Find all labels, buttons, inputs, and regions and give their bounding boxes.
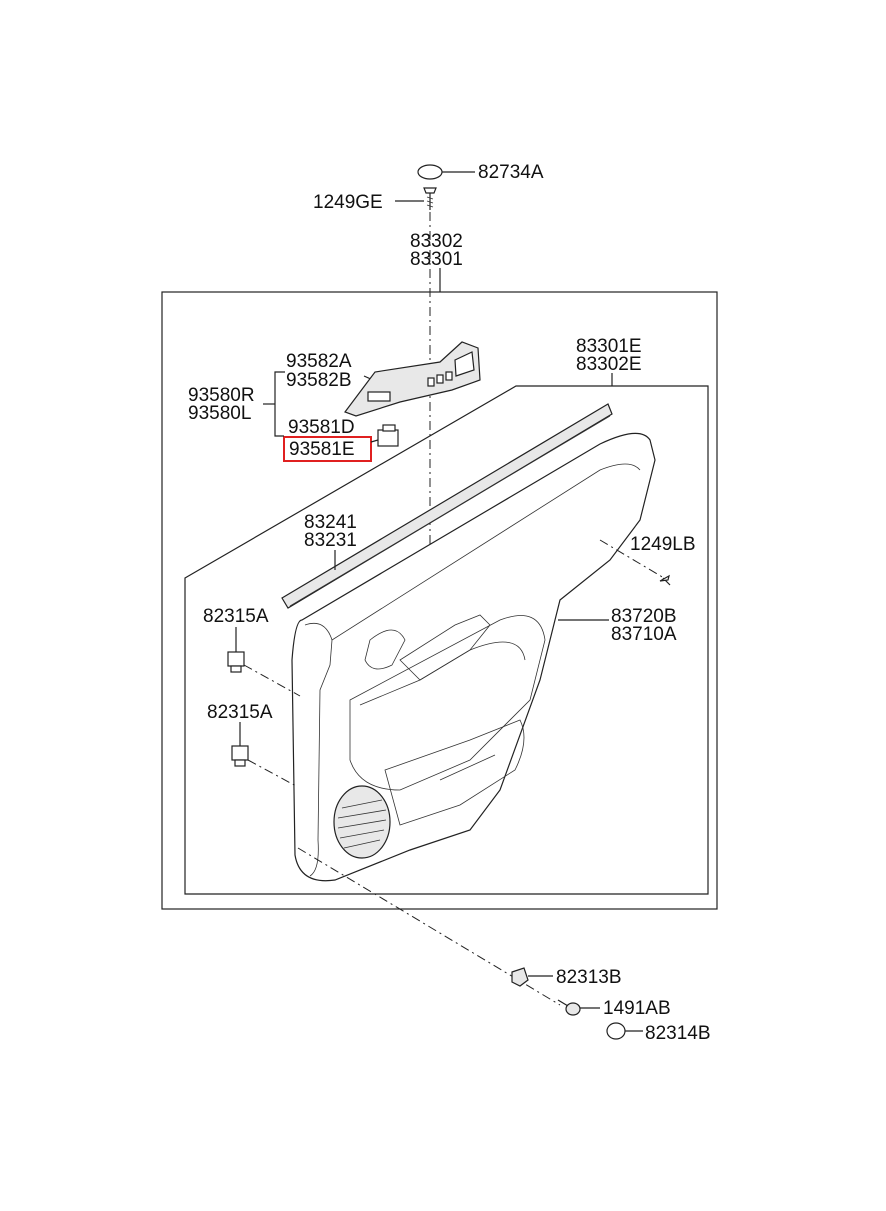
highlight-box-93581E	[283, 436, 372, 462]
label-93582A: 93582A	[286, 351, 352, 372]
label-83302: 83302	[410, 231, 463, 252]
clip-82315A-lower	[231, 745, 249, 767]
cap-82314B	[606, 1022, 626, 1040]
leader-1249LB	[599, 539, 665, 579]
door-trim-panel	[291, 432, 656, 882]
label-93580R: 93580R	[188, 385, 255, 406]
label-82315A-lower: 82315A	[207, 702, 273, 723]
screw-1491AB	[557, 999, 581, 1016]
bracket-93580	[274, 371, 285, 437]
dash-82315A-lower	[247, 759, 297, 787]
cap-82734A	[417, 164, 443, 180]
label-83301: 83301	[410, 249, 463, 270]
label-82314B: 82314B	[645, 1023, 711, 1044]
label-83231: 83231	[304, 530, 357, 551]
label-1249GE: 1249GE	[313, 192, 383, 213]
label-83301E: 83301E	[576, 336, 642, 357]
label-83241: 83241	[304, 512, 357, 533]
label-83302E: 83302E	[576, 354, 642, 375]
dash-82315A-upper	[243, 664, 301, 697]
label-93581D: 93581D	[288, 417, 355, 438]
label-1249LB: 1249LB	[630, 534, 696, 555]
clip-82313B	[511, 967, 529, 987]
trim-strip-83241	[281, 403, 613, 609]
speaker-grille	[333, 785, 391, 859]
switch-93581E	[377, 424, 399, 447]
label-82734A: 82734A	[478, 162, 544, 183]
leader-93581E	[370, 439, 379, 443]
label-93580L: 93580L	[188, 403, 251, 424]
switch-panel-93582	[344, 341, 481, 417]
screw-1249GE	[423, 187, 437, 210]
screw-1249LB	[659, 574, 671, 586]
label-93582B: 93582B	[286, 370, 352, 391]
label-93581E: 93581E	[289, 439, 355, 460]
label-83710A: 83710A	[611, 624, 677, 645]
label-82313B: 82313B	[556, 967, 622, 988]
label-82315A-upper: 82315A	[203, 606, 269, 627]
inner-frame	[184, 385, 709, 895]
label-1491AB: 1491AB	[603, 998, 671, 1019]
label-83720B: 83720B	[611, 606, 677, 627]
clip-82315A-upper	[227, 651, 245, 673]
